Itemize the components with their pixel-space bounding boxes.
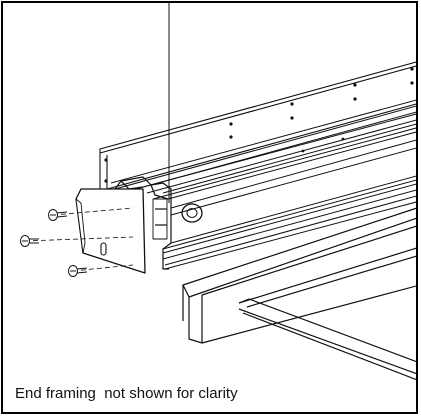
screw-top [48,209,68,221]
extrusion-body [110,99,416,270]
screw-middle [20,235,39,247]
assembly-drawing [20,3,416,381]
diagonal-brace [238,298,416,381]
screws [20,209,88,277]
fastener-holes [104,67,414,183]
caption-text: End framing not shown for clarity [15,385,238,402]
lower-beam [182,207,416,344]
round-plug [181,203,203,223]
screw-bottom [68,265,88,277]
screw-axes [24,207,134,272]
end-cap [75,188,146,274]
